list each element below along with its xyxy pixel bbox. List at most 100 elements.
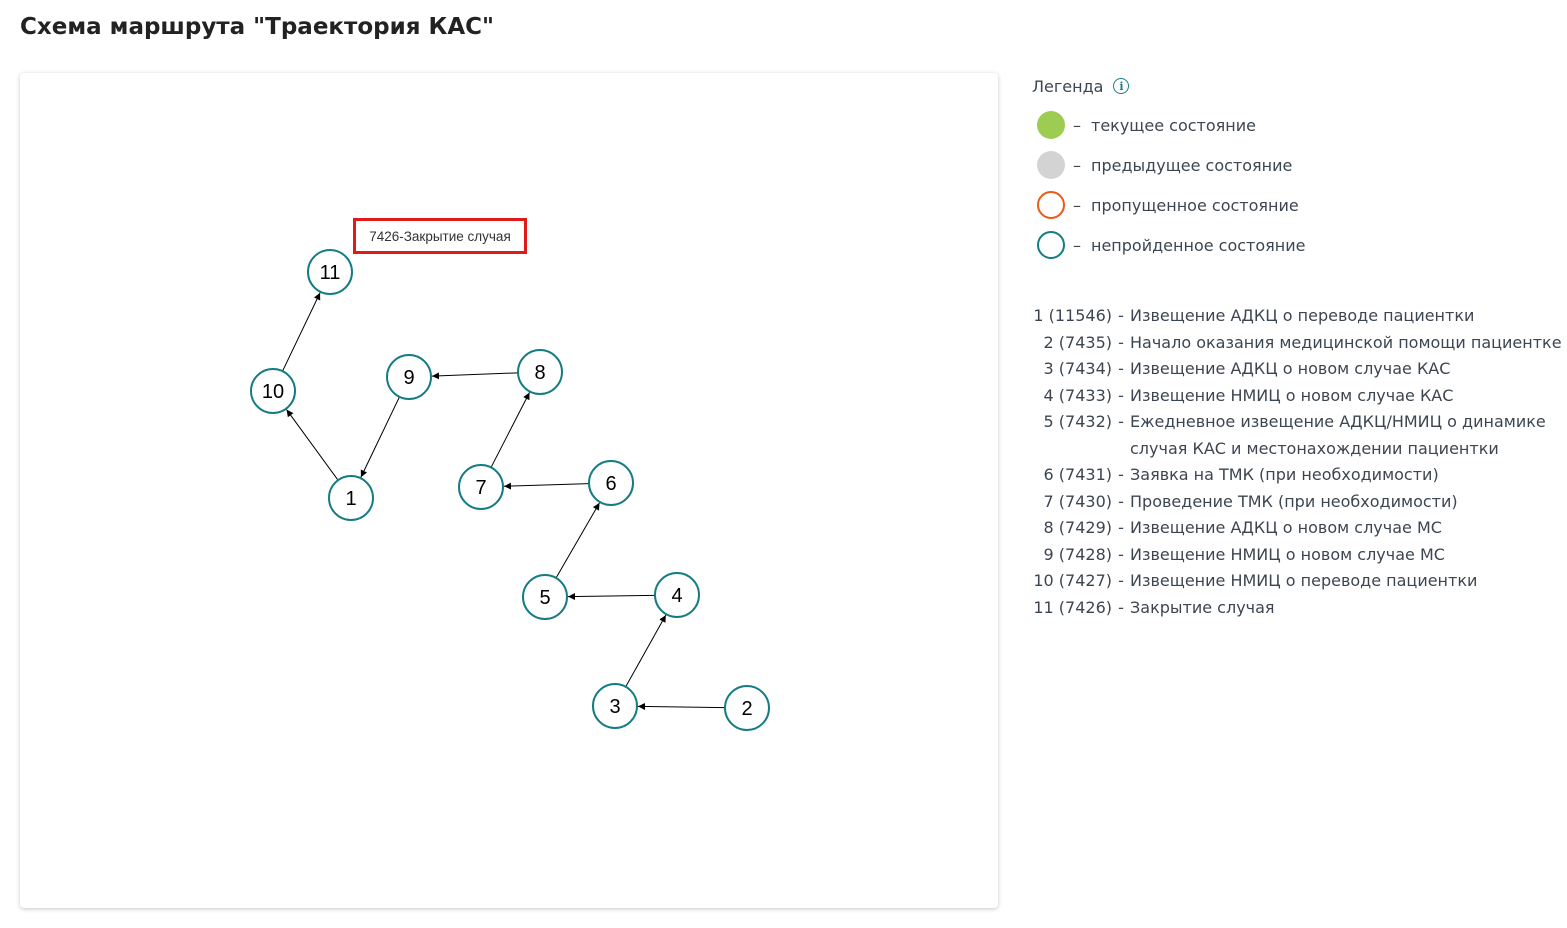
step-text: Проведение ТМК (при необходимости) (1130, 491, 1458, 511)
edges-layer (282, 292, 726, 710)
legend-panel: Легенда i – текущее состояние – предыдущ… (1032, 74, 1562, 617)
step-separator: - (1118, 359, 1124, 378)
step-text: Извещение АДКЦ о новом случае МС (1130, 518, 1442, 537)
edge-10-to-11 (282, 292, 321, 372)
step-item: 8 (7429)-Извещение АДКЦ о новом случае М… (1032, 515, 1562, 542)
node-label: 2 (741, 698, 752, 720)
step-separator: - (1118, 306, 1124, 325)
graph-node-3[interactable]: 3 (592, 683, 638, 729)
graph-node-7[interactable]: 7 (458, 464, 504, 510)
node-circle (517, 349, 563, 395)
legend-label-pending: непройденное состояние (1091, 235, 1306, 255)
step-separator: - (1118, 491, 1124, 511)
node-circle (307, 249, 353, 295)
node-label: 11 (320, 262, 341, 284)
step-text: Извещение АДКЦ о переводе пациентки (1130, 306, 1475, 325)
step-number: 4 (7433) (1043, 385, 1112, 405)
graph-node-8[interactable]: 8 (517, 349, 563, 395)
node-circle (522, 574, 568, 620)
nodes-layer: 1 2 3 4 5 6 7 8 9 10 11 (250, 249, 770, 731)
legend-title: Легенда (1032, 76, 1104, 96)
step-separator: - (1118, 597, 1124, 617)
legend-label-previous: предыдущее состояние (1091, 155, 1293, 175)
step-number: 5 (7432) (1043, 412, 1112, 431)
skipped-state-ring-icon (1037, 191, 1065, 219)
node-label: 8 (534, 362, 545, 384)
step-item: 1 (11546)-Извещение АДКЦ о переводе паци… (1032, 303, 1562, 330)
step-number: 3 (7434) (1043, 359, 1112, 378)
step-item: 2 (7435)-Начало оказания медицинской пом… (1032, 330, 1562, 357)
node-tooltip: 7426-Закрытие случая (353, 218, 527, 254)
step-text: Извещение НМИЦ о новом случае МС (1130, 544, 1445, 564)
step-separator: - (1118, 571, 1124, 590)
step-separator: - (1118, 332, 1124, 352)
current-state-dot-icon (1037, 111, 1065, 139)
step-item: 7 (7430)-Проведение ТМК (при необходимос… (1032, 489, 1562, 516)
route-graph: 1 2 3 4 5 6 7 8 9 10 11 (250, 249, 770, 731)
edge-6-to-7 (503, 482, 590, 490)
legend-dash: – (1073, 195, 1081, 215)
node-label: 7 (475, 477, 486, 499)
legend-dash: – (1073, 235, 1081, 255)
step-text: Закрытие случая (1130, 597, 1275, 617)
node-label: 3 (609, 696, 620, 718)
step-number: 1 (11546) (1033, 306, 1112, 325)
pending-state-ring-icon (1037, 231, 1065, 259)
step-item: 11 (7426)-Закрытие случая (1032, 595, 1562, 622)
legend-dash: – (1073, 115, 1081, 135)
step-separator: - (1118, 518, 1124, 537)
node-label: 5 (539, 587, 550, 609)
node-circle (592, 683, 638, 729)
step-item: 6 (7431)-Заявка на ТМК (при необходимост… (1032, 462, 1562, 489)
info-icon[interactable]: i (1113, 78, 1130, 94)
step-number: 2 (7435) (1043, 332, 1112, 352)
step-item: 10 (7427)-Извещение НМИЦ о переводе паци… (1032, 568, 1562, 595)
graph-node-11[interactable]: 11 (307, 249, 353, 295)
edge-4-to-5 (567, 593, 656, 601)
legend-item-previous: – предыдущее состояние (1037, 151, 1305, 179)
step-separator: - (1118, 412, 1124, 431)
node-circle (250, 368, 296, 414)
step-number: 7 (7430) (1043, 491, 1112, 511)
step-item: 5 (7432)-Ежедневное извещение АДКЦ/НМИЦ … (1032, 409, 1562, 462)
legend-item-pending: – непройденное состояние (1037, 231, 1305, 259)
route-diagram-canvas[interactable]: 1 2 3 4 5 6 7 8 9 10 11 7426-Закрытие случая (20, 73, 998, 908)
graph-node-6[interactable]: 6 (588, 460, 634, 506)
step-number: 6 (7431) (1043, 465, 1112, 484)
step-separator: - (1118, 465, 1124, 484)
graph-node-5[interactable]: 5 (522, 574, 568, 620)
edge-7-to-8 (490, 392, 530, 468)
step-text: Заявка на ТМК (при необходимости) (1130, 465, 1439, 484)
step-text: Извещение АДКЦ о новом случае КАС (1130, 359, 1451, 378)
node-label: 6 (605, 473, 616, 495)
legend-label-skipped: пропущенное состояние (1091, 195, 1299, 215)
node-circle (458, 464, 504, 510)
node-circle (654, 572, 700, 618)
graph-node-9[interactable]: 9 (386, 354, 432, 400)
step-item: 9 (7428)-Извещение НМИЦ о новом случае М… (1032, 542, 1562, 569)
step-text: Начало оказания медицинской помощи пацие… (1130, 332, 1562, 352)
node-label: 4 (671, 585, 682, 607)
edge-5-to-6 (555, 502, 600, 579)
graph-node-10[interactable]: 10 (250, 368, 296, 414)
node-circle (328, 475, 374, 521)
step-number: 10 (7427) (1033, 571, 1112, 590)
graph-node-1[interactable]: 1 (328, 475, 374, 521)
step-text: Ежедневное извещение АДКЦ/НМИЦ о динамик… (1130, 412, 1546, 458)
step-item: 4 (7433)-Извещение НМИЦ о новом случае К… (1032, 383, 1562, 410)
legend-states: – текущее состояние – предыдущее состоян… (1037, 111, 1305, 271)
node-label: 9 (403, 367, 414, 389)
previous-state-dot-icon (1037, 151, 1065, 179)
graph-node-4[interactable]: 4 (654, 572, 700, 618)
legend-item-skipped: – пропущенное состояние (1037, 191, 1305, 219)
edge-2-to-3 (637, 702, 726, 710)
edge-3-to-4 (625, 614, 667, 688)
edge-8-to-9 (431, 372, 519, 380)
edge-1-to-10 (286, 409, 339, 481)
step-separator: - (1118, 544, 1124, 564)
node-label: 1 (345, 488, 356, 510)
legend-label-current: текущее состояние (1091, 115, 1256, 135)
graph-node-2[interactable]: 2 (724, 685, 770, 731)
step-number: 11 (7426) (1033, 597, 1112, 617)
step-number: 9 (7428) (1043, 544, 1112, 564)
